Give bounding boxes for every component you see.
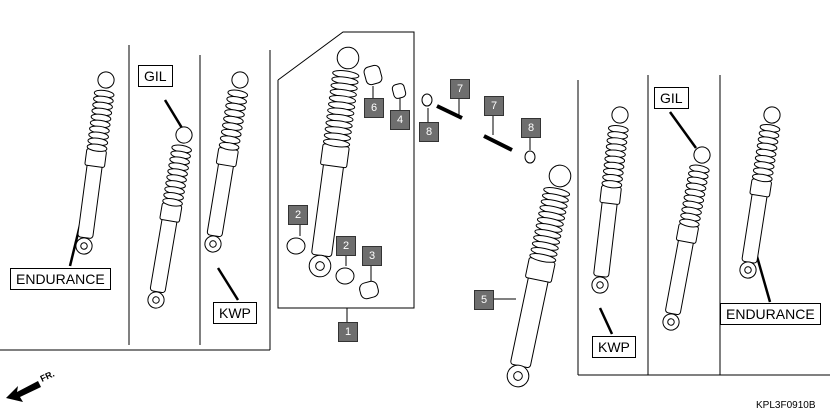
callout-7[interactable]: 7 [450,79,470,99]
shock-absorber [506,164,572,388]
bolt-7a [436,104,463,120]
bolt-7b [483,134,513,152]
shock-absorber [739,106,781,279]
brand-label-kwp-left: KWP [213,302,257,324]
diagram-code: KPL3F0910B [756,400,816,411]
washer-8a [421,93,433,107]
washer-8b [524,150,536,164]
callout-8[interactable]: 8 [521,118,541,138]
callout-2[interactable]: 2 [288,205,308,225]
shock-absorber [308,46,360,278]
shock-absorber [204,71,249,253]
brand-label-gil-left: GIL [138,65,173,87]
callout-5[interactable]: 5 [474,290,494,310]
callout-2[interactable]: 2 [336,236,356,256]
collar-4 [391,83,407,99]
brand-label-endurance-right: ENDURANCE [720,303,821,325]
callout-1[interactable]: 1 [338,322,358,342]
bush-2b [335,267,355,285]
callout-7[interactable]: 7 [484,96,504,116]
bush-6 [363,64,383,86]
panel-lines [0,31,830,376]
collar-3 [359,280,379,300]
callout-4[interactable]: 4 [390,110,410,130]
brand-label-gil-right: GIL [654,87,689,109]
brand-label-kwp-right: KWP [592,336,636,358]
fr-label: FR. [39,369,56,384]
brand-label-endurance-left: ENDURANCE [10,268,111,290]
fr-arrow: FR. [6,369,56,402]
shock-absorbers [75,46,781,388]
callout-8[interactable]: 8 [419,122,439,142]
shock-absorber [591,106,629,294]
shock-absorber [662,146,711,331]
callout-6[interactable]: 6 [364,98,384,118]
shock-absorber [147,126,193,309]
hardware-parts [286,64,536,300]
bush-2a [286,237,306,255]
shock-absorber [75,71,115,255]
callout-3[interactable]: 3 [362,246,382,266]
